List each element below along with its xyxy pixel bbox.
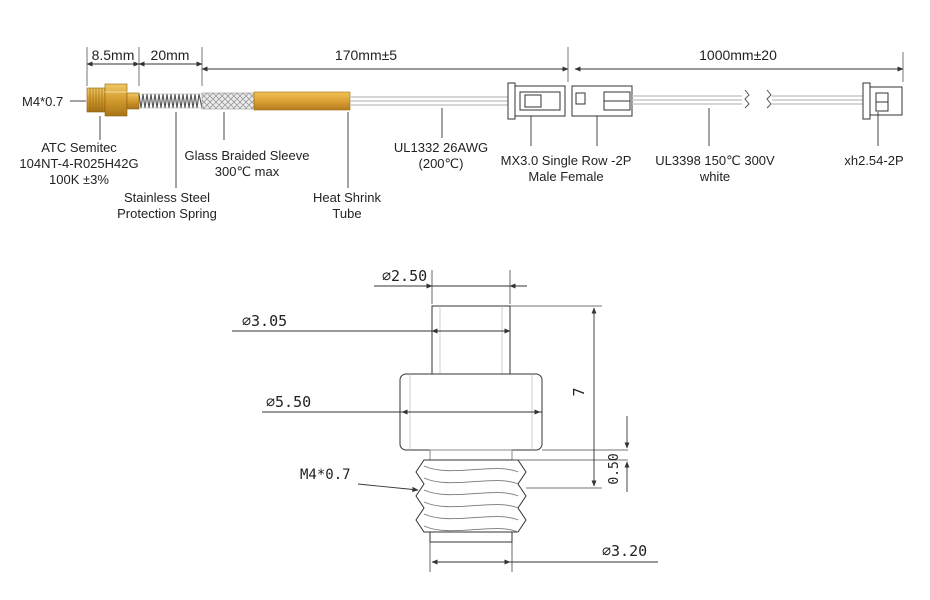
- dim-thread-gap: 0.50: [607, 453, 622, 484]
- mx-label-1: MX3.0 Single Row -2P: [501, 153, 632, 168]
- cable-assembly: 8.5mm 20mm 170mm±5 1000mm±20 M4*0.7: [19, 47, 904, 221]
- sensor-label-2: 104NT-4-R025H42G: [19, 156, 138, 171]
- ul1332-wires: [350, 96, 508, 106]
- thread-label-top: M4*0.7: [22, 94, 63, 109]
- dim-8-5mm: 8.5mm: [92, 47, 135, 63]
- sensor-label-3: 100K ±3%: [49, 172, 109, 187]
- wire2-label-2: white: [699, 169, 730, 184]
- mx-label-2: Male Female: [528, 169, 603, 184]
- dim-1000mm: 1000mm±20: [699, 47, 777, 63]
- protection-spring: [138, 93, 203, 109]
- cable-break-symbol: [744, 89, 772, 109]
- thread-label-detail: M4*0.7: [300, 467, 351, 483]
- sleeve-label-1: Glass Braided Sleeve: [184, 148, 309, 163]
- shrink-label-1: Heat Shrink: [313, 190, 381, 205]
- wire1-label-1: UL1332 26AWG: [394, 140, 488, 155]
- spring-label-2: Protection Spring: [117, 206, 217, 221]
- xh-label: xh2.54-2P: [844, 153, 903, 168]
- mx-female-connector: [571, 85, 633, 117]
- screw-detail: ∅2.50 ∅3.05 ∅5.50 M4*0.7 7 0.50 ∅3.20: [232, 267, 658, 572]
- leader-lines: [99, 108, 879, 188]
- ul3398-wires: [632, 95, 863, 105]
- sensor-label-1: ATC Semitec: [41, 140, 117, 155]
- brass-screw: [86, 83, 140, 117]
- spring-label-1: Stainless Steel: [124, 190, 210, 205]
- glass-braided-sleeve: [201, 92, 255, 110]
- heat-shrink-tube: [253, 91, 351, 111]
- xh-connector: [862, 82, 903, 120]
- dim-d-bottom: ∅3.20: [602, 542, 647, 560]
- screw-tip: [431, 305, 511, 375]
- extension-lines: [86, 47, 904, 86]
- shrink-label-2: Tube: [332, 206, 361, 221]
- dim-170mm: 170mm±5: [335, 47, 397, 63]
- dim-length: 7: [570, 387, 588, 396]
- mx-male-connector: [507, 82, 566, 120]
- thread-detail-leader: [357, 483, 419, 492]
- sleeve-label-2: 300℃ max: [215, 164, 280, 179]
- wire2-label-1: UL3398 150℃ 300V: [655, 153, 775, 168]
- dim-d-upper: ∅3.05: [242, 312, 287, 330]
- detail-extension-lines: [429, 270, 628, 572]
- wire1-label-2: (200℃): [419, 156, 464, 171]
- screw-thread: [415, 449, 527, 543]
- dim-d-tip: ∅2.50: [382, 267, 427, 285]
- dimension-lines: [86, 61, 904, 72]
- dim-d-flange: ∅5.50: [266, 393, 311, 411]
- dim-20mm: 20mm: [151, 47, 190, 63]
